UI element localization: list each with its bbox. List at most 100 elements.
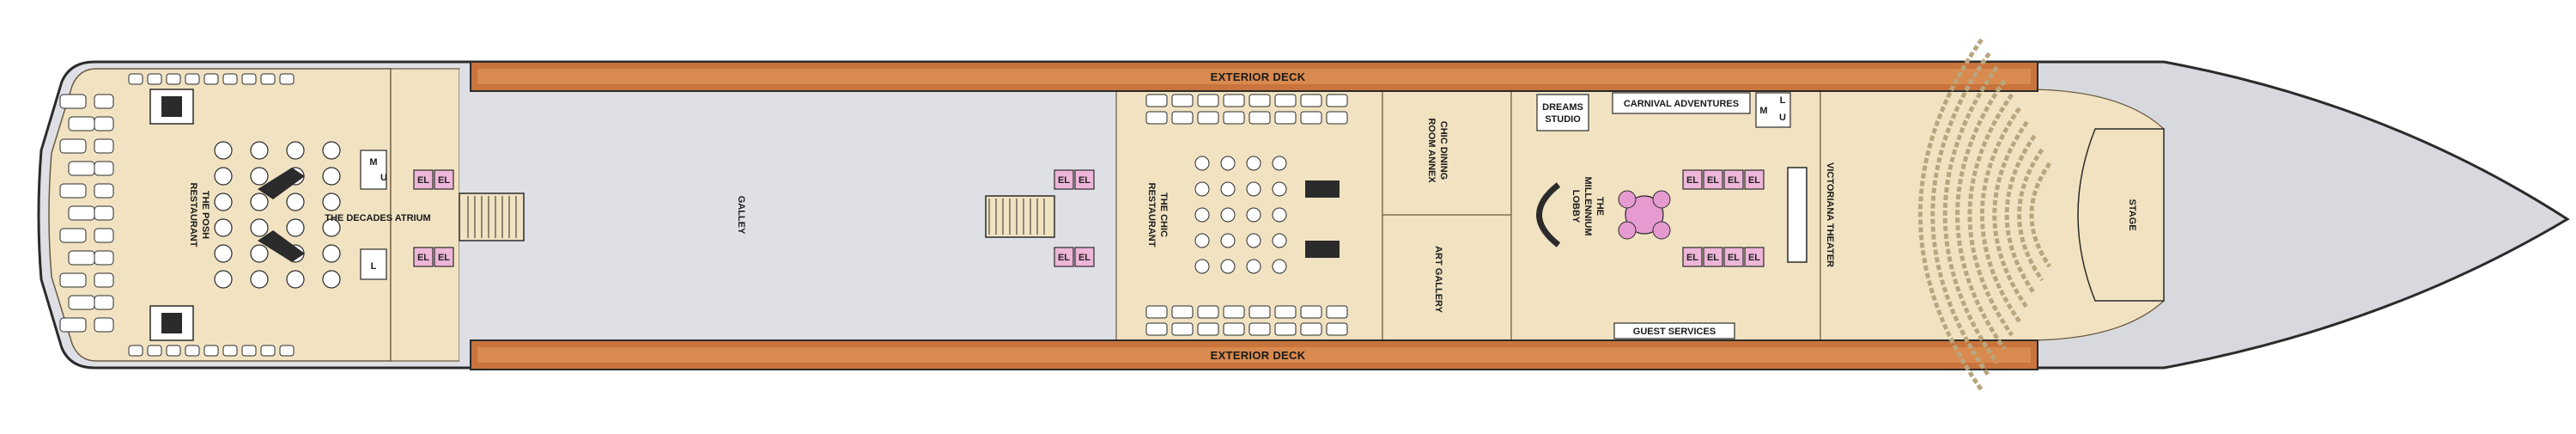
chic-top-table xyxy=(1300,94,1322,107)
chic-bottom-table xyxy=(1171,322,1194,336)
posh-table xyxy=(322,270,341,289)
posh-bottom-table xyxy=(128,345,143,357)
posh-table xyxy=(250,218,269,237)
elevator xyxy=(434,169,454,190)
decades-atrium-area xyxy=(390,68,460,362)
lobby-stair xyxy=(1536,182,1561,248)
posh-booth xyxy=(94,295,114,310)
posh-top-table xyxy=(128,73,143,85)
glass-elevator-cluster xyxy=(1618,190,1671,240)
chic-top-table xyxy=(1145,94,1168,107)
posh-bottom-table xyxy=(185,345,200,357)
glass-lift-car xyxy=(1618,221,1637,240)
chic-table xyxy=(1194,259,1210,274)
theater-seat-row xyxy=(1942,65,1999,364)
theater-seat-row xyxy=(2017,148,2044,282)
stern-stair-top-inner xyxy=(161,96,182,117)
atrium-restroom-ladies: L xyxy=(371,261,377,272)
chic-bottom-table xyxy=(1326,305,1348,319)
posh-table xyxy=(286,270,305,289)
elevator-label: EL xyxy=(1078,175,1091,186)
elevator xyxy=(1744,169,1765,190)
chic-bridge-steps xyxy=(988,199,1045,235)
posh-booth xyxy=(94,228,114,243)
glass-lift-car xyxy=(1652,190,1671,209)
carnival-adventures-label: CARNIVAL ADVENTURES xyxy=(1624,99,1739,109)
chic-table xyxy=(1246,156,1261,171)
elevator-label: EL xyxy=(438,175,450,186)
chic-table xyxy=(1272,207,1287,223)
chic-bottom-table xyxy=(1223,322,1245,336)
posh-table xyxy=(250,244,269,263)
chic-top-table xyxy=(1249,94,1271,107)
posh-booth xyxy=(94,250,114,266)
chic-bottom-table xyxy=(1274,322,1297,336)
elevator-label: EL xyxy=(417,253,429,263)
elevator xyxy=(413,169,434,190)
chic-top-table xyxy=(1171,94,1194,107)
elevator-label: EL xyxy=(1707,253,1719,263)
chic-table xyxy=(1272,259,1287,274)
elevator-label: EL xyxy=(1728,175,1740,186)
chic-bottom-table xyxy=(1249,322,1271,336)
chic-table xyxy=(1194,156,1210,171)
theater-seating xyxy=(1917,38,2052,392)
posh-booth xyxy=(59,183,87,199)
elevator xyxy=(1074,169,1095,190)
elevator xyxy=(1682,247,1703,267)
chic-top-table xyxy=(1145,111,1168,125)
posh-booth xyxy=(59,272,87,288)
posh-bottom-table xyxy=(241,345,257,357)
elevator xyxy=(1723,247,1744,267)
chic-bottom-table xyxy=(1249,305,1271,319)
posh-table xyxy=(214,193,233,211)
atrium-restroom-top xyxy=(360,150,387,190)
elevator-label: EL xyxy=(1686,253,1698,263)
elevator-label: EL xyxy=(1748,175,1760,186)
posh-top-table xyxy=(166,73,181,85)
chic-table xyxy=(1246,259,1261,274)
chic-table xyxy=(1246,233,1261,248)
chic-table xyxy=(1246,207,1261,223)
posh-booth xyxy=(59,94,87,109)
posh-table xyxy=(250,193,269,211)
chic-top-table xyxy=(1300,111,1322,125)
posh-booth xyxy=(94,317,114,333)
posh-table xyxy=(250,141,269,160)
millennium-lobby-label-1: THE xyxy=(1595,197,1605,216)
posh-table xyxy=(322,141,341,160)
elevator-label: EL xyxy=(417,175,429,186)
atrium-stair-top xyxy=(258,168,305,199)
posh-booth xyxy=(68,295,95,310)
atrium-bridge-steps xyxy=(467,196,517,238)
posh-top-table xyxy=(241,73,257,85)
guest-services xyxy=(1613,322,1735,339)
chic-bottom-table xyxy=(1197,322,1219,336)
posh-bottom-table xyxy=(279,345,295,357)
chic-bottom-table xyxy=(1171,305,1194,319)
posh-table xyxy=(214,218,233,237)
chic-table xyxy=(1220,207,1236,223)
victoriana-theater-label: VICTORIANA THEATER xyxy=(1825,162,1835,267)
bow xyxy=(2033,60,2570,370)
chic-top-table xyxy=(1171,111,1194,125)
chic-restaurant-label-1: THE CHIC xyxy=(1158,193,1169,237)
elevator xyxy=(1703,169,1723,190)
posh-top-table xyxy=(147,73,162,85)
guest-services-label: GUEST SERVICES xyxy=(1633,327,1716,337)
millennium-lobby-label-2: MILLENNIUM xyxy=(1583,176,1593,235)
elevator xyxy=(1703,247,1723,267)
chic-restaurant-label-2: RESTAURANT xyxy=(1146,183,1157,248)
chic-stair-right xyxy=(1305,241,1340,258)
atrium-stair-bottom xyxy=(258,230,305,262)
elevator-label: EL xyxy=(1058,253,1070,263)
posh-table xyxy=(322,193,341,211)
posh-restaurant-label-1: THE POSH xyxy=(200,191,210,239)
posh-booth xyxy=(59,138,87,154)
posh-top-table xyxy=(185,73,200,85)
posh-table xyxy=(322,167,341,186)
elevator xyxy=(1054,247,1074,267)
lobby-restroom-men: M xyxy=(1759,106,1767,116)
chic-annex-label-1: CHIC DINING xyxy=(1438,121,1449,180)
